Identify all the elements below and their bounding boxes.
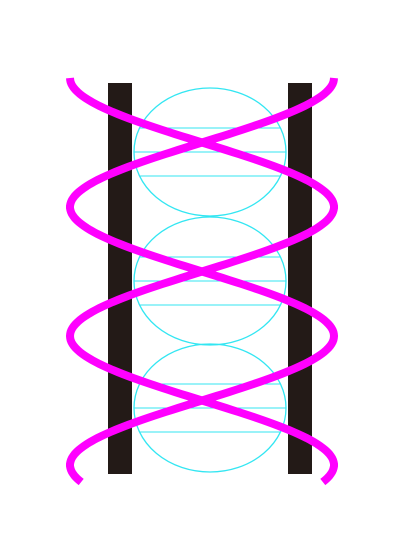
vertical-bar-left [108, 83, 132, 474]
helix-group [65, 77, 339, 486]
vertical-bar-right [288, 83, 312, 474]
helix-strand-1 [65, 77, 338, 486]
helix-strand-2 [66, 77, 339, 486]
bar-group [108, 83, 312, 474]
